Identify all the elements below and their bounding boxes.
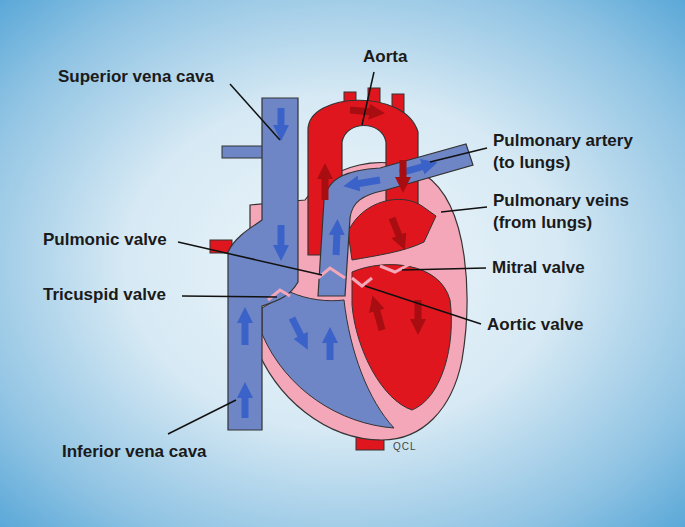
mitral-valve: [380, 264, 410, 272]
leader-line: [441, 207, 487, 212]
leader-line: [430, 148, 487, 162]
leader-line: [402, 268, 486, 270]
tricuspid-valve: [268, 290, 290, 300]
part-label: Aortic valve: [487, 314, 583, 336]
part-label: Tricuspid valve: [43, 284, 166, 306]
right-ventricle: [262, 292, 394, 428]
pulmonic-valve: [318, 268, 345, 278]
leader-line: [362, 72, 374, 125]
leader-line: [178, 242, 322, 275]
flow-arrows-red: [325, 110, 418, 330]
part-label: Superior vena cava: [58, 66, 214, 88]
part-label: Aorta: [363, 46, 407, 68]
leader-line: [168, 400, 236, 434]
pulmonary-artery: [318, 144, 473, 296]
vessel-stub: [222, 146, 266, 158]
left-atrium: [348, 199, 436, 260]
watermark: QCL: [393, 441, 417, 453]
part-label: Pulmonary artery (to lungs): [493, 130, 653, 174]
vena-cava: [228, 98, 298, 430]
leader-line: [182, 296, 277, 297]
part-label: Inferior vena cava: [62, 441, 207, 463]
leader-line: [365, 286, 481, 324]
leader-line: [230, 84, 280, 140]
part-label: Mitral valve: [492, 257, 585, 279]
part-label: Pulmonic valve: [43, 229, 167, 251]
part-label: Pulmonary veins (from lungs): [493, 190, 653, 234]
aortic-valve: [352, 278, 372, 286]
